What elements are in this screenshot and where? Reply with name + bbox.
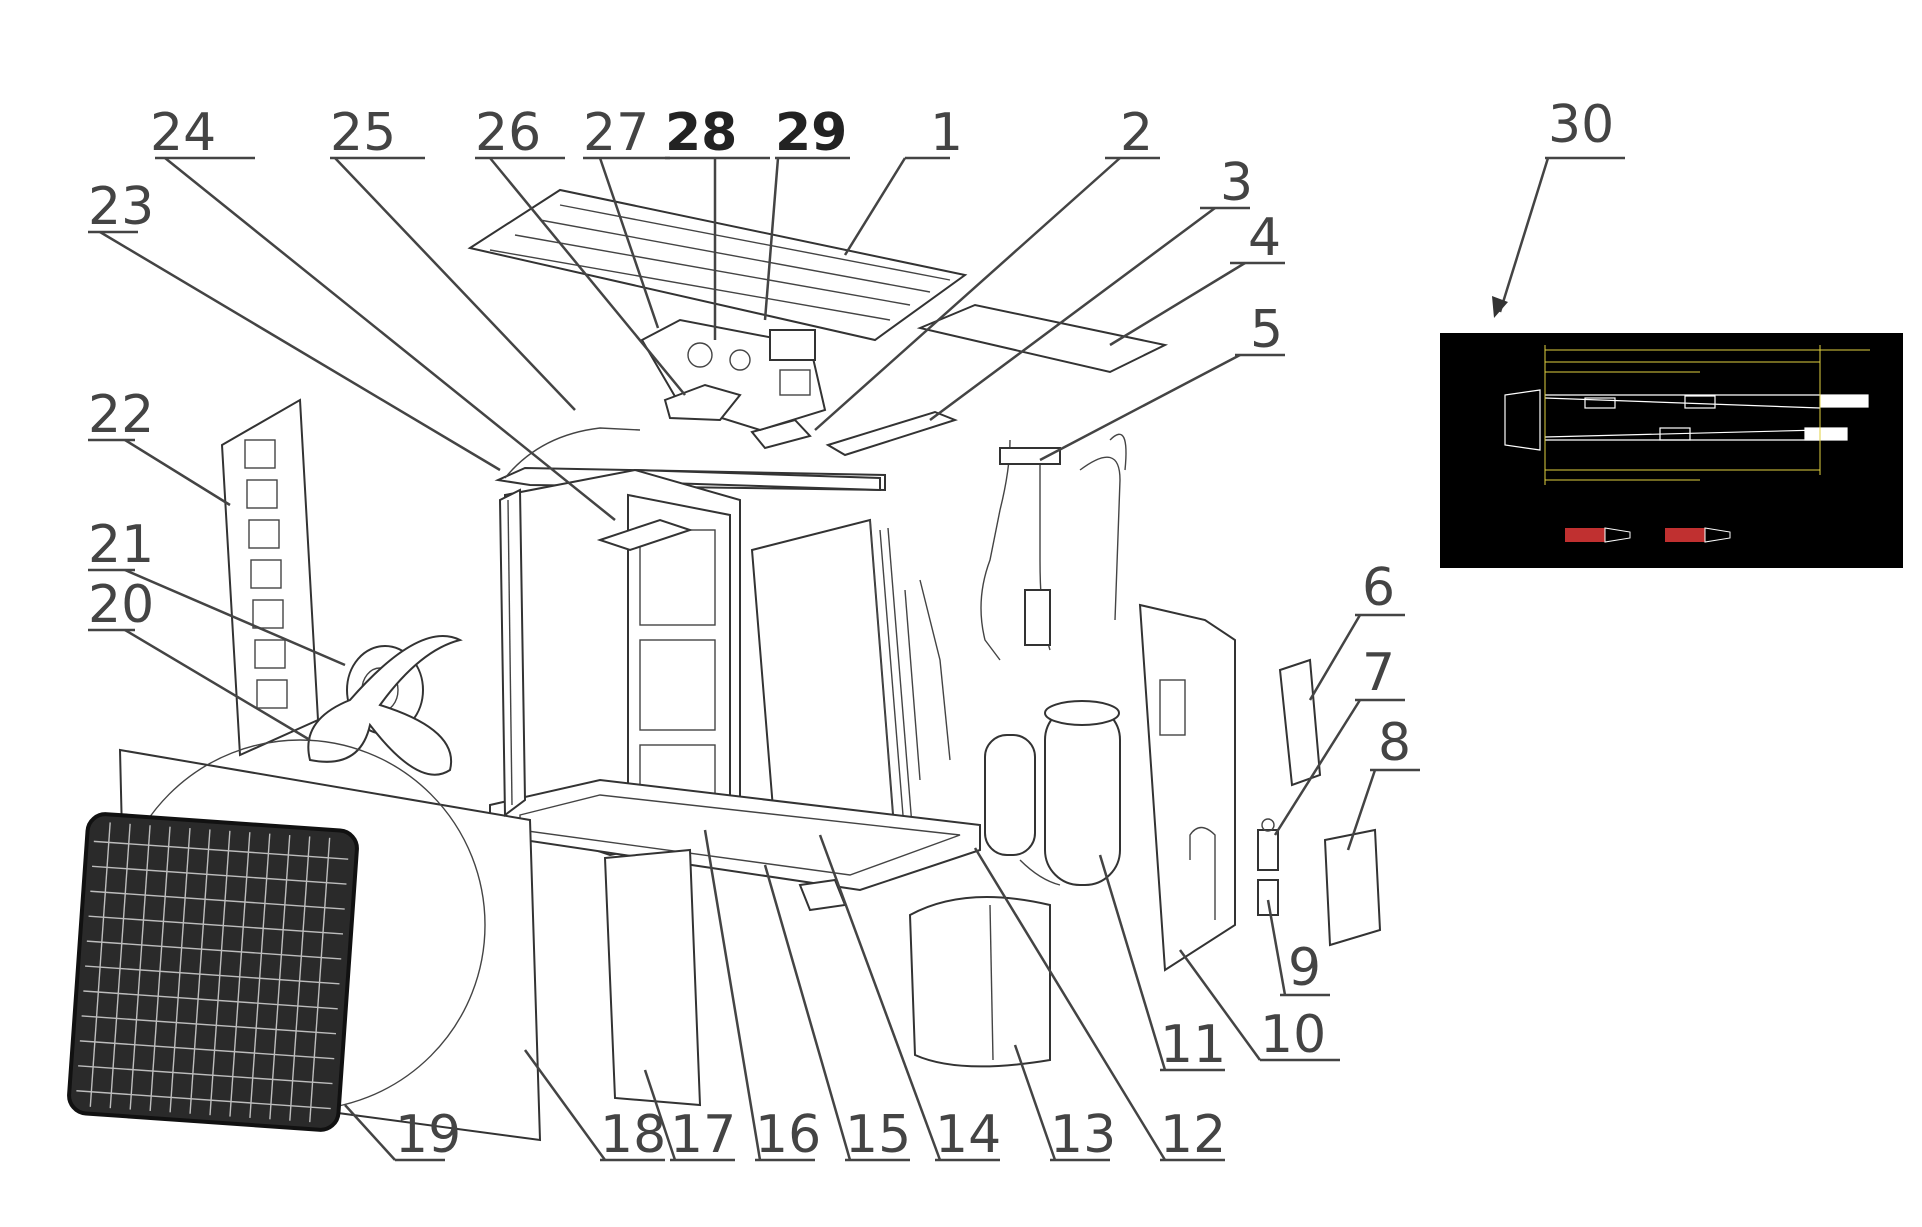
part-label-1: 1 xyxy=(930,103,963,163)
insulation-pad xyxy=(916,303,1169,374)
part-label-30: 30 xyxy=(1548,95,1614,155)
part-label-27: 27 xyxy=(583,103,649,163)
right-side-panel xyxy=(1138,603,1236,972)
sound-blanket xyxy=(908,896,1051,1068)
part-label-3: 3 xyxy=(1220,153,1253,213)
part-label-8: 8 xyxy=(1378,713,1411,773)
part-label-12: 12 xyxy=(1160,1105,1226,1165)
part-label-19: 19 xyxy=(395,1105,461,1165)
part-label-10: 10 xyxy=(1260,1005,1326,1065)
part-label-15: 15 xyxy=(845,1105,911,1165)
coil-fins xyxy=(879,527,914,841)
inset-dimensions xyxy=(1544,345,1870,485)
rear-grille-panel xyxy=(220,398,320,757)
compressor xyxy=(984,700,1121,886)
part-label-21: 21 xyxy=(88,515,154,575)
part-label-25: 25 xyxy=(330,103,396,163)
part-label-14: 14 xyxy=(935,1105,1001,1165)
part-label-22: 22 xyxy=(88,385,154,445)
valve-cover xyxy=(1323,828,1382,947)
top-cover xyxy=(467,188,968,342)
connecting-pipe-inset xyxy=(1440,333,1903,568)
front-insulation-board xyxy=(603,848,702,1107)
part-label-17: 17 xyxy=(670,1105,736,1165)
part-label-29: 29 xyxy=(775,103,847,163)
left-coil-side xyxy=(498,488,527,817)
service-valves xyxy=(1257,818,1279,916)
part-label-11: 11 xyxy=(1160,1015,1226,1075)
part-label-18: 18 xyxy=(600,1105,666,1165)
leader-lines xyxy=(88,156,1625,1162)
refrigerant-piping xyxy=(904,433,1127,781)
base-pan xyxy=(489,778,981,912)
top-rails xyxy=(494,427,886,492)
part-label-23: 23 xyxy=(88,177,154,237)
arrow-head xyxy=(1492,296,1508,318)
part-label-24: 24 xyxy=(150,103,216,163)
grille-mesh xyxy=(76,822,349,1123)
part-label-4: 4 xyxy=(1248,208,1281,268)
part-label-5: 5 xyxy=(1250,300,1283,360)
control-box xyxy=(640,318,827,432)
part-label-6: 6 xyxy=(1362,558,1395,618)
part-label-20: 20 xyxy=(88,575,154,635)
part-label-2: 2 xyxy=(1120,103,1153,163)
chassis-partition xyxy=(504,468,741,857)
inset-nut-details xyxy=(1565,527,1731,543)
part-number-labels: 1 2 3 4 5 6 7 8 9 10 11 12 13 14 15 16 1… xyxy=(88,95,1614,1165)
part-label-26: 26 xyxy=(475,103,541,163)
fan-blade xyxy=(307,635,463,776)
part-label-7: 7 xyxy=(1362,643,1395,703)
part-label-28: 28 xyxy=(665,103,737,163)
part-label-9: 9 xyxy=(1288,938,1321,998)
foam-strip xyxy=(825,410,958,457)
inset-drawing xyxy=(1504,389,1869,451)
part-label-16: 16 xyxy=(755,1105,821,1165)
front-fan-grille xyxy=(67,812,359,1132)
rear-grille-slots xyxy=(244,439,288,709)
part-label-13: 13 xyxy=(1050,1105,1116,1165)
handle xyxy=(1278,658,1322,787)
